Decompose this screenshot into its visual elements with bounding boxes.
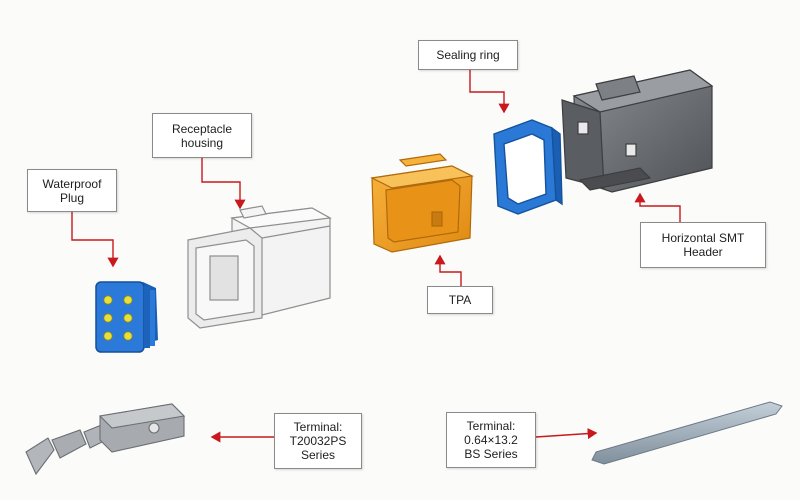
label-horizontal-smt-header: Horizontal SMT Header — [640, 222, 766, 268]
label-receptacle-housing: Receptacle housing — [152, 113, 252, 158]
leader-receptacle-housing — [201, 158, 246, 210]
leader-tpa — [434, 254, 462, 286]
label-tpa: TPA — [427, 286, 493, 314]
terminal-t20032ps-part — [25, 403, 186, 476]
leader-sealing-ring — [469, 70, 510, 114]
leader-lines — [71, 70, 681, 443]
leader-horizontal-smt-header — [634, 192, 681, 222]
leader-waterproof-plug — [71, 212, 119, 268]
label-terminal-t20032ps: Terminal: T20032PS Series — [274, 413, 362, 469]
horizontal-smt-header-part — [561, 69, 714, 193]
label-waterproof-plug: Waterproof Plug — [27, 169, 117, 212]
leader-terminal-bs — [535, 427, 598, 440]
waterproof-plug-part — [95, 281, 158, 353]
receptacle-housing-part — [187, 205, 332, 329]
sealing-ring-part — [493, 119, 563, 215]
terminal-bs-pin-part — [591, 401, 783, 465]
label-terminal-bs: Terminal: 0.64×13.2 BS Series — [446, 412, 536, 468]
tpa-part — [370, 153, 474, 253]
label-sealing-ring: Sealing ring — [418, 40, 518, 70]
plug-cavity-dots — [103, 295, 133, 341]
